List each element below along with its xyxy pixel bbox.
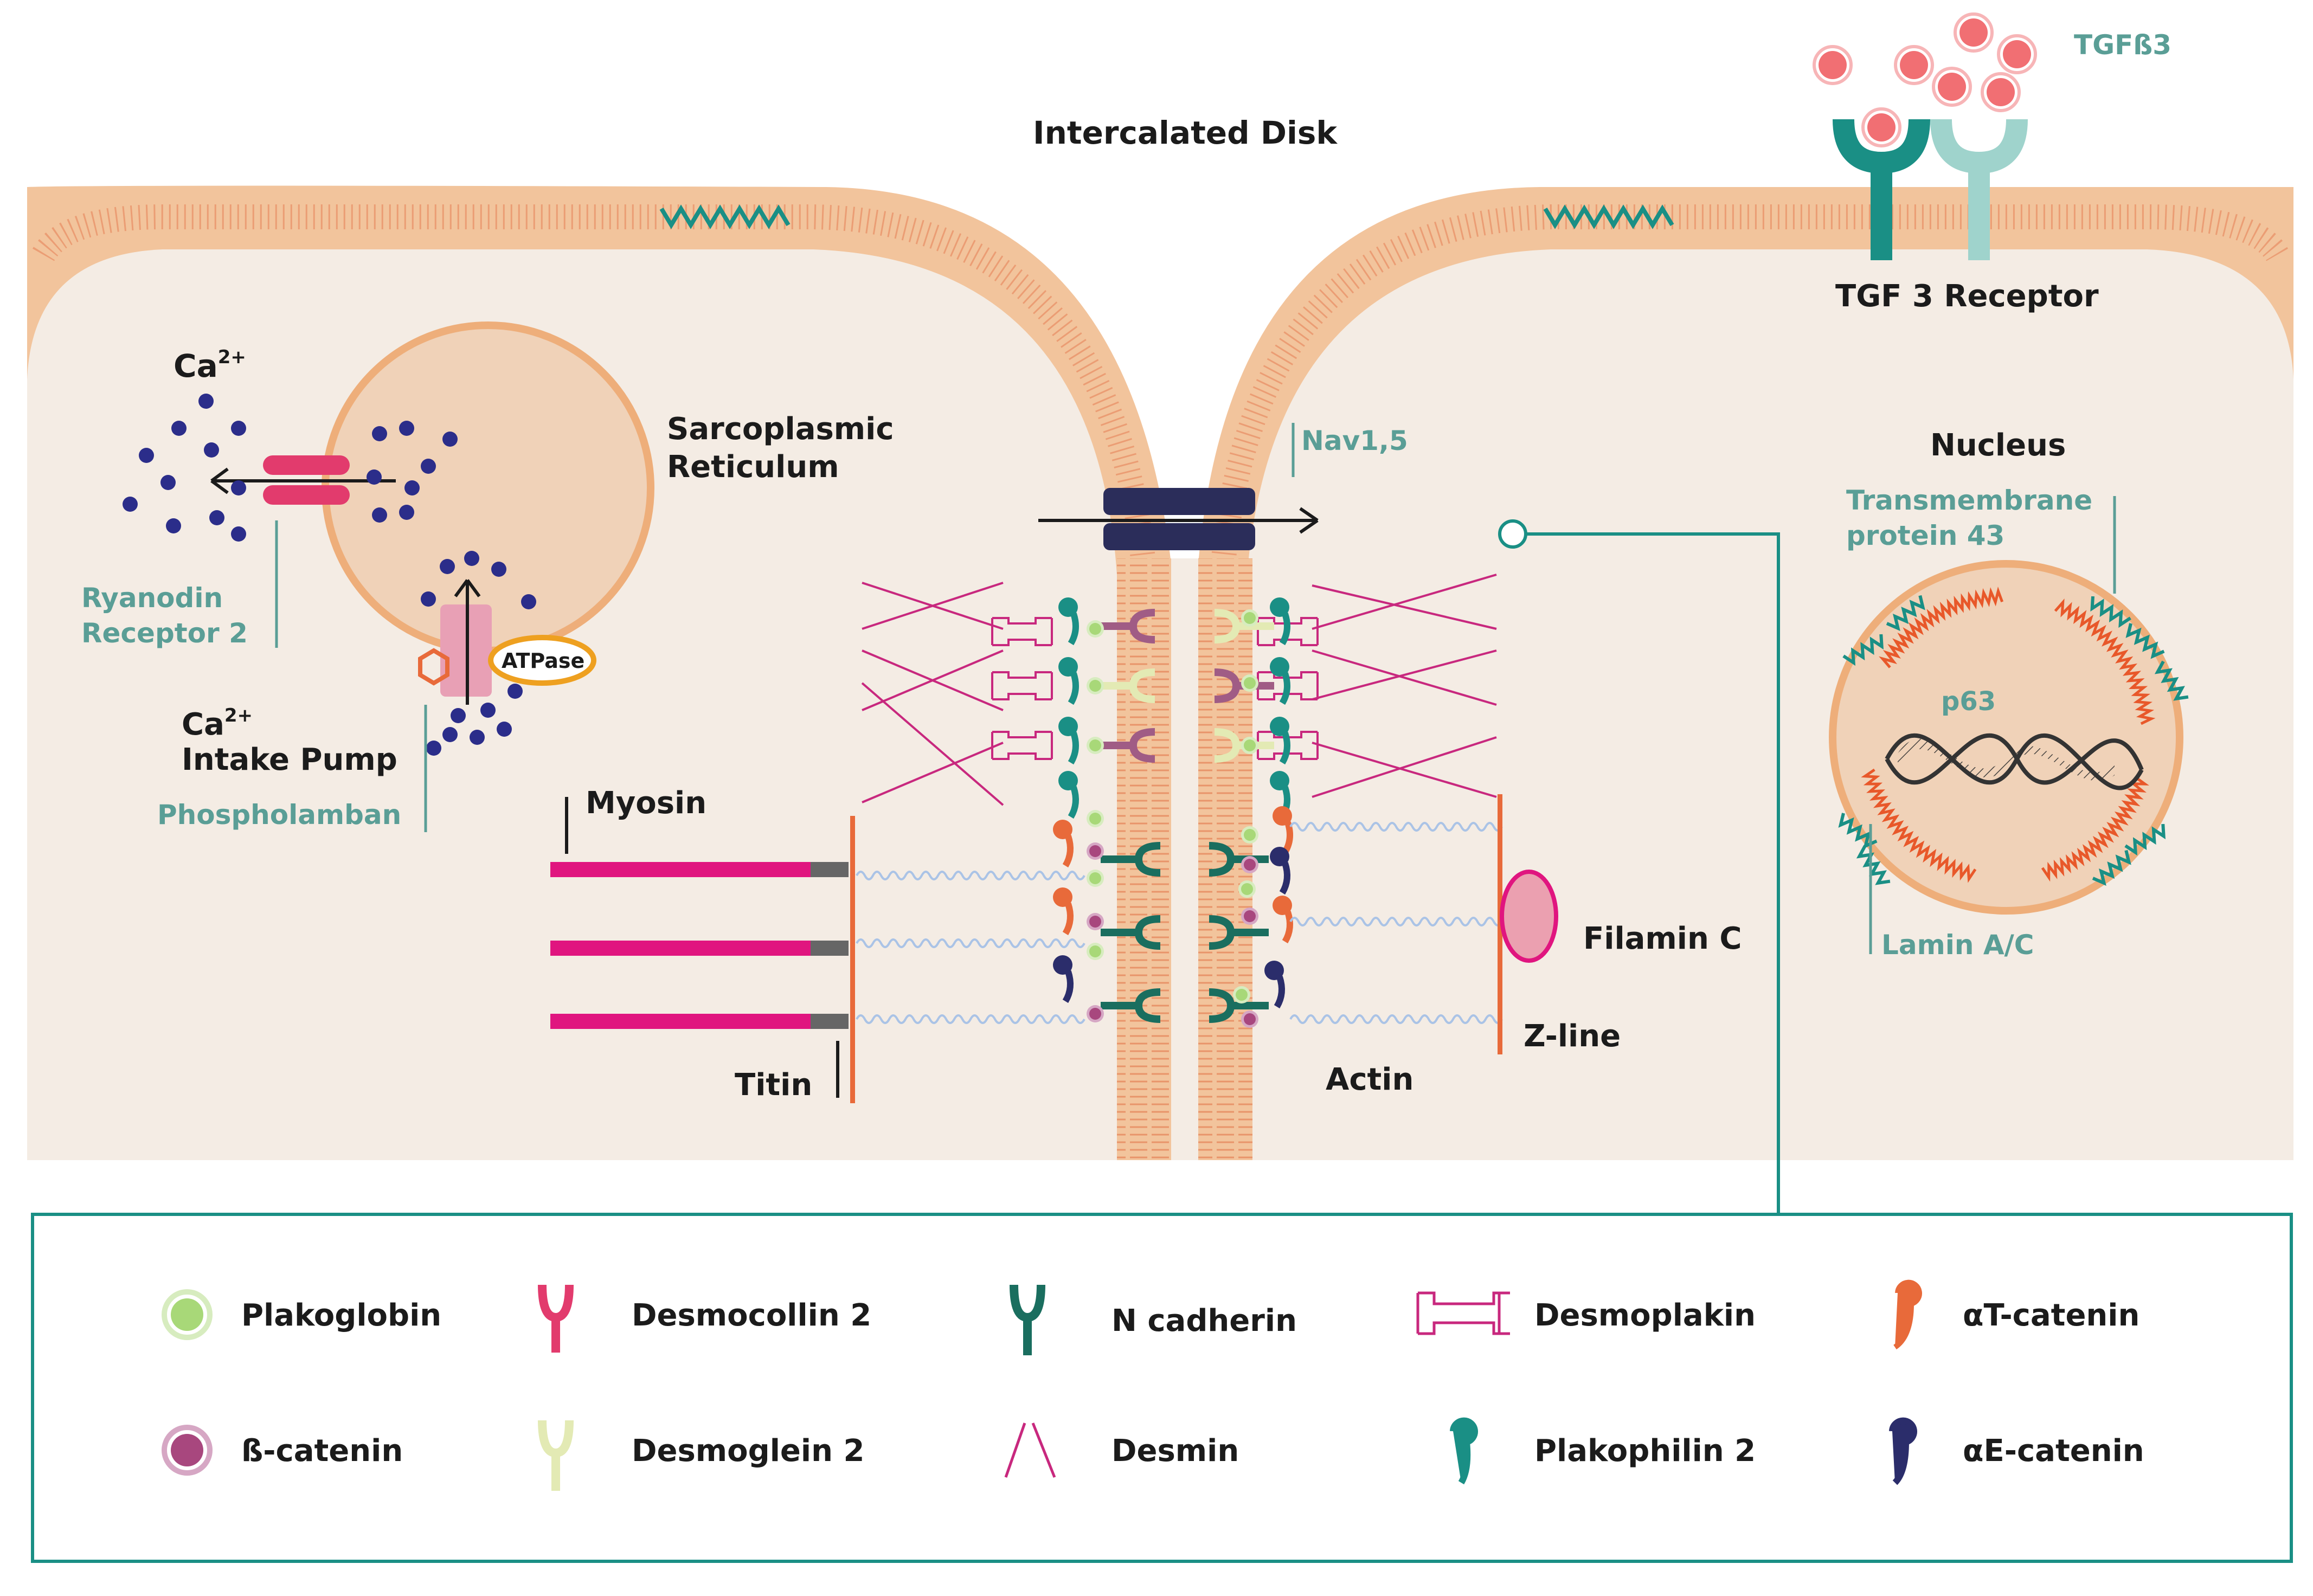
legend-bcatenin: ß-catenin xyxy=(241,1433,403,1469)
legend-ncadherin: N cadherin xyxy=(1111,1303,1297,1338)
label-intake-pump: Intake Pump xyxy=(182,742,397,777)
legend-plakoglobin: Plakoglobin xyxy=(241,1298,441,1333)
title-intercalated-disk: Intercalated Disk xyxy=(1033,114,1338,151)
legend-box xyxy=(31,1213,2293,1563)
at-catenin-icon xyxy=(1893,1279,1922,1350)
plakoglobin-icon xyxy=(171,1298,203,1331)
label-sarcoplasmic: Sarcoplasmic xyxy=(667,411,894,447)
desmoplakin-icon xyxy=(1416,1291,1510,1335)
label-ryanodin: Ryanodin xyxy=(81,582,223,614)
atpase-badge xyxy=(488,635,596,686)
filamin-c-icon xyxy=(1500,870,1558,963)
label-p63: p63 xyxy=(1941,686,1996,717)
b-catenin-icon xyxy=(171,1434,203,1466)
myosin-filaments xyxy=(550,862,849,1029)
n-cadherin-icon xyxy=(1010,1284,1045,1355)
legend-desmocollin: Desmocollin 2 xyxy=(632,1298,871,1333)
left-cell-cytoplasm xyxy=(27,249,1117,1160)
label-atpase: ATPase xyxy=(502,649,584,673)
ryanodin-receptor-icon xyxy=(263,455,350,505)
label-tgfb3: TGFß3 xyxy=(2074,29,2171,61)
label-ca2-pump: Ca2+ xyxy=(182,705,253,742)
calcium-ions xyxy=(123,394,536,756)
label-zline: Z-line xyxy=(1524,1019,1621,1054)
desmin-filaments xyxy=(861,574,1497,806)
lamin-fibers xyxy=(1838,587,2189,886)
label-lamin: Lamin A/C xyxy=(1881,929,2034,961)
label-actin: Actin xyxy=(1326,1062,1414,1097)
label-transmembrane: Transmembrane xyxy=(1846,485,2092,516)
legend-desmin: Desmin xyxy=(1111,1433,1239,1469)
legend-plakophilin: Plakophilin 2 xyxy=(1534,1433,1756,1469)
zline-left xyxy=(850,816,855,1103)
desmoglein-icon xyxy=(538,1420,574,1491)
zline-right xyxy=(1498,794,1502,1054)
tgfb3-ligands xyxy=(1813,12,2037,147)
label-phospholamban: Phospholamban xyxy=(157,799,401,831)
label-titin: Titin xyxy=(735,1067,812,1103)
label-tgf3-receptor: TGF 3 Receptor xyxy=(1835,279,2099,314)
label-nucleus: Nucleus xyxy=(1930,428,2066,463)
ae-catenin-icon xyxy=(1889,1417,1917,1485)
desmocollin-icon xyxy=(538,1284,574,1353)
membrane-protein-squiggle-right xyxy=(1543,204,1674,229)
tgf3-receptor-icon xyxy=(1833,119,2028,260)
dna-helix-icon xyxy=(1885,733,2144,790)
label-receptor-2: Receptor 2 xyxy=(81,617,248,649)
legend-atcatenin: αT-catenin xyxy=(1963,1298,2139,1333)
label-myosin: Myosin xyxy=(586,786,706,821)
desmosome-complex xyxy=(991,597,1319,1028)
legend-desmoglein: Desmoglein 2 xyxy=(632,1433,864,1469)
label-ca2-left: Ca2+ xyxy=(174,346,246,384)
legend-desmoplakin: Desmoplakin xyxy=(1534,1298,1756,1333)
label-nav15: Nav1,5 xyxy=(1301,425,1408,456)
plakophilin-icon xyxy=(1450,1417,1478,1485)
label-filamin: Filamin C xyxy=(1583,921,1742,956)
membrane-protein-squiggle-left xyxy=(659,204,791,229)
nucleus xyxy=(1829,560,2183,915)
nav15-channel-icon xyxy=(1103,488,1255,550)
label-protein-43: protein 43 xyxy=(1846,520,2004,551)
legend-aecatenin: αE-catenin xyxy=(1963,1433,2144,1469)
label-reticulum: Reticulum xyxy=(667,449,839,485)
sarcoplasmic-reticulum xyxy=(322,321,654,654)
desmin-icon xyxy=(1004,1423,1056,1478)
actin-filaments xyxy=(856,822,1503,1024)
